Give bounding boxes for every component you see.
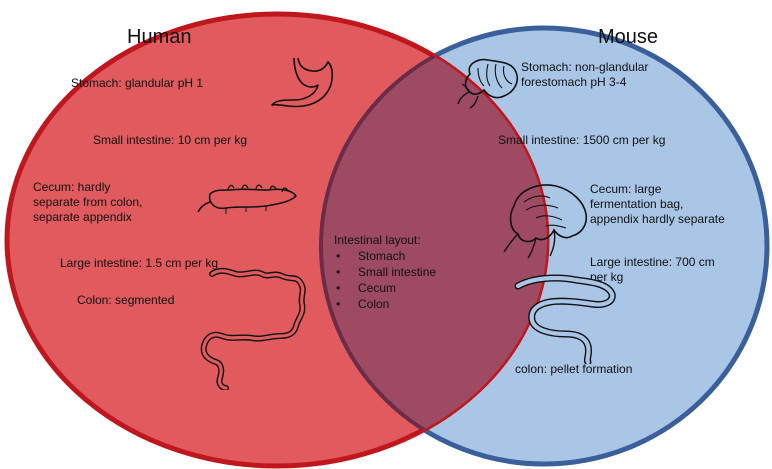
human-colon-icon	[196, 266, 316, 390]
mouse-colon-label: colon: pellet formation	[515, 362, 632, 377]
mouse-title: Mouse	[598, 26, 658, 49]
human-stomach-label: Stomach: glandular pH 1	[71, 76, 203, 91]
shared-item-small-intestine: Small intestine	[334, 264, 436, 280]
shared-item-cecum: Cecum	[334, 280, 436, 296]
mouse-colon-icon	[510, 272, 616, 364]
mouse-cecum-label: Cecum: large fermentation bag, appendix …	[590, 182, 725, 227]
mouse-cecum-icon	[502, 180, 590, 260]
human-colon-label: Colon: segmented	[77, 293, 174, 308]
shared-item-colon: Colon	[334, 296, 436, 312]
human-large-intestine-label: Large intestine: 1.5 cm per kg	[60, 256, 218, 271]
shared-item-stomach: Stomach	[334, 248, 436, 264]
human-cecum-icon	[196, 176, 302, 220]
shared-features: Intestinal layout: Stomach Small intesti…	[334, 232, 436, 312]
human-cecum-label: Cecum: hardly separate from colon, separ…	[33, 180, 142, 225]
human-small-intestine-label: Small intestine: 10 cm per kg	[93, 133, 247, 148]
mouse-stomach-icon	[456, 56, 522, 112]
human-title: Human	[127, 26, 191, 49]
mouse-small-intestine-label: Small intestine: 1500 cm per kg	[498, 133, 665, 148]
mouse-stomach-label: Stomach: non-glandular forestomach pH 3-…	[521, 60, 648, 90]
shared-heading: Intestinal layout:	[334, 232, 436, 248]
shared-list: Stomach Small intestine Cecum Colon	[334, 248, 436, 312]
human-stomach-icon	[268, 54, 338, 112]
